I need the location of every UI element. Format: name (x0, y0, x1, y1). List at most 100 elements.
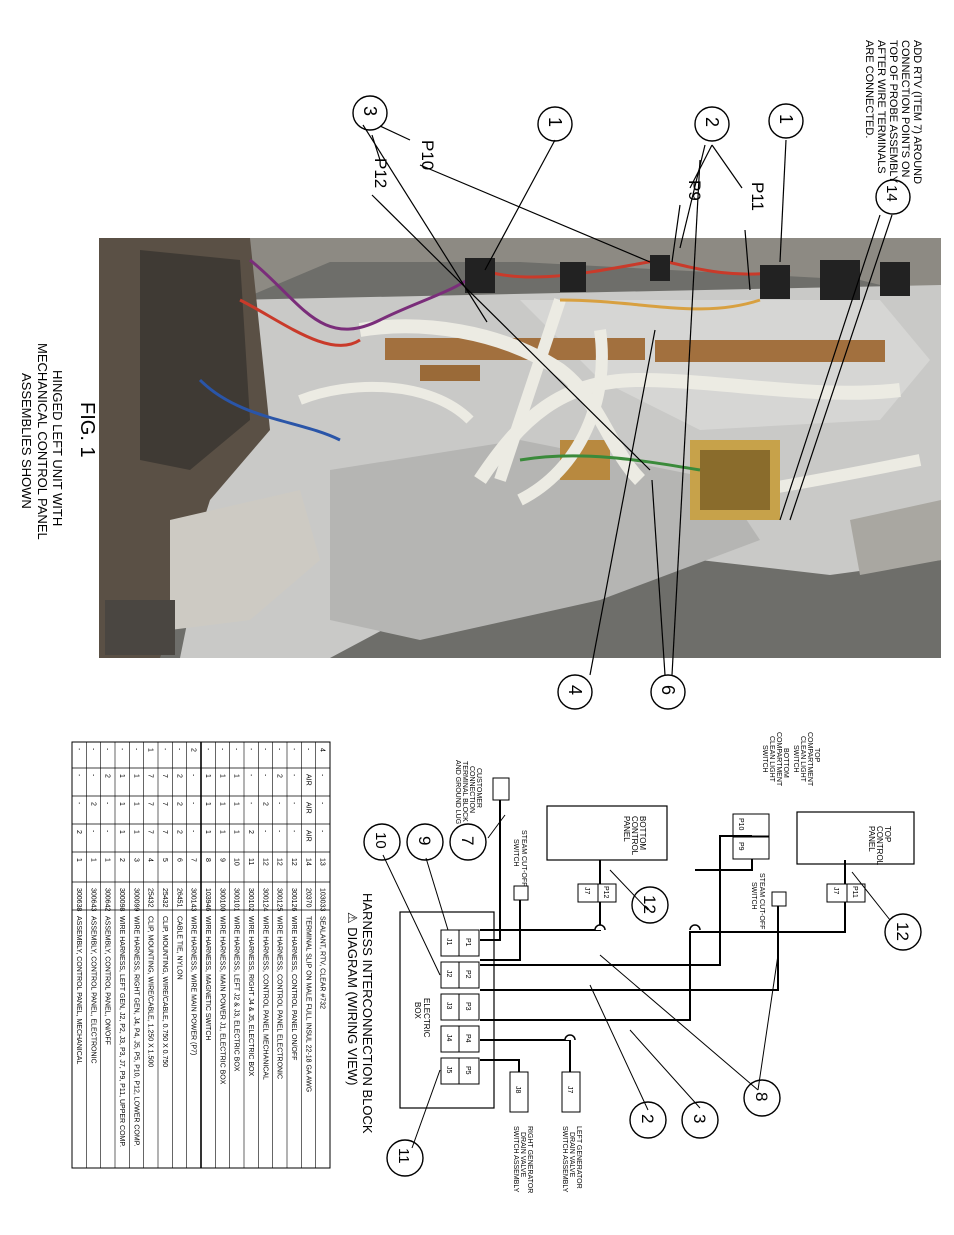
table-cell: - (118, 748, 125, 751)
top-j7: J7 (832, 887, 839, 895)
bot-clean-l3: CLEAN LIGHT (768, 736, 775, 783)
table-cell: 2 (175, 830, 182, 834)
part-description: WIRE HARNESS, LEFT GEN, J2, P2, J3, P3, … (118, 916, 125, 1147)
balloon-6: 6 (658, 685, 678, 695)
part-number: 25432 (161, 888, 168, 908)
table-cell: 1 (147, 748, 154, 752)
ebox-p4: P4 (464, 1034, 471, 1043)
ebox-j3: J3 (445, 1002, 452, 1010)
cust-l3: TERMINAL BLOCK (461, 761, 468, 822)
table-cell: 2 (261, 802, 268, 806)
note-line-5: ARE CONNECTED. (863, 40, 875, 138)
lgen-l1: LEFT GENERATOR (575, 1126, 582, 1189)
p10-conn: P10 (737, 818, 744, 831)
rgen-l2: DRAIN VALVE (519, 1132, 526, 1178)
table-cell: 4 (319, 748, 326, 752)
fig1-caption-block: FIG. 1 HINGED LEFT UNIT WITH MECHANICAL … (19, 343, 98, 540)
table-cell: 1 (204, 774, 211, 778)
table-cell: - (247, 802, 254, 805)
part-number: 300102 (247, 888, 254, 911)
table-cell: - (276, 802, 283, 805)
p9-conn: P9 (737, 842, 744, 851)
part-number: 300099 (132, 888, 139, 911)
table-cell: - (75, 802, 82, 805)
table-cell: 1 (233, 802, 240, 806)
balloon-2: 2 (702, 117, 722, 127)
ebox-p3: P3 (464, 1002, 471, 1011)
rtv-note: ADD RTV (ITEM 7) AROUND CONNECTION POINT… (863, 40, 923, 184)
j7-left-gen: J7 (566, 1086, 573, 1094)
balloon-7: 7 (458, 836, 477, 845)
table-cell: - (175, 748, 182, 751)
table-cell: 2 (276, 774, 283, 778)
table-cell: 12 (276, 858, 283, 866)
part-number: 103946 (204, 888, 211, 911)
table-cell: AIR (304, 830, 311, 842)
top-clean-l4: SWITCH (792, 745, 799, 773)
balloon-3w: 3 (690, 1114, 709, 1123)
wiring-title-1: HARNESS INTERCONNECTION BLOCK (360, 893, 375, 1134)
bottom-control-panel (546, 805, 668, 861)
table-cell: 9 (218, 858, 225, 862)
table-cell: 7 (147, 774, 154, 778)
label-p9: P9 (685, 180, 704, 201)
steam-top-l1: STEAM CUT-OFF (758, 873, 765, 929)
part-description: WIRE HARNESS, WIRE MAIN POWER (P7) (190, 916, 197, 1055)
balloon-1a: 1 (545, 117, 565, 127)
table-cell: 7 (161, 830, 168, 834)
table-cell: - (319, 774, 326, 777)
electric-box (399, 911, 495, 1109)
table-cell: - (290, 774, 297, 777)
label-p10: P10 (418, 140, 437, 170)
table-cell: - (104, 830, 111, 833)
top-p11: P11 (851, 886, 858, 898)
balloon-3: 3 (360, 106, 380, 116)
table-cell: 13 (319, 858, 326, 866)
ebox-j1: J1 (445, 938, 452, 946)
table-cell: 12 (261, 858, 268, 866)
part-description: CLIP, MOUNTING, WIRE/CABLE, 1.250 X 1.50… (147, 916, 154, 1067)
table-cell: 7 (147, 802, 154, 806)
table-cell: AIR (304, 802, 311, 814)
balloon-2w: 2 (638, 1114, 657, 1123)
part-description: WIRE HARNESS, CONTROL PANEL ELECTRONIC (276, 916, 283, 1079)
cust-l1: CUSTOMER (475, 768, 482, 808)
part-number: 103033 (319, 888, 326, 911)
bot-clean-l4: SWITCH (761, 745, 768, 773)
table-cell: - (261, 830, 268, 833)
table-cell: 6 (175, 858, 182, 862)
table-cell: - (319, 830, 326, 833)
table-cell: - (290, 830, 297, 833)
table-cell: 1 (118, 802, 125, 806)
part-description: CLIP, MOUNTING, WIRE/CABLE, 0.750 X 0.75… (161, 916, 168, 1067)
table-cell: 2 (118, 858, 125, 862)
ebox-connectors: J1 P1 J2 P2 J3 P3 J4 P4 J5 P5 (440, 929, 480, 1085)
table-cell: - (104, 748, 111, 751)
steam-bot-l1: STEAM CUT-OFF (520, 830, 527, 886)
ebox-p5: P5 (464, 1066, 471, 1075)
table-cell: - (190, 830, 197, 833)
table-cell: 1 (89, 858, 96, 862)
part-number: 300126 (290, 888, 297, 911)
table-cell: - (218, 748, 225, 751)
table-cell: 4 (147, 858, 154, 862)
table-cell: - (290, 748, 297, 751)
part-number: 300643 (89, 888, 96, 911)
table-cell: - (276, 830, 283, 833)
top-panel-l2: CONTROL (875, 826, 884, 866)
table-cell: - (132, 748, 139, 751)
table-cell: - (276, 748, 283, 751)
bot-panel-l1: BOTTOM (638, 816, 647, 850)
part-number: 300638 (75, 888, 82, 911)
table-cell: - (247, 774, 254, 777)
note-line-1: ADD RTV (ITEM 7) AROUND (911, 40, 923, 184)
top-control-panel (796, 811, 915, 865)
part-description: WIRE HARNESS, MAGNETIC SWITCH (204, 916, 211, 1040)
steam-top-l2: SWITCH (750, 882, 757, 910)
part-number: 20370 (304, 888, 311, 908)
table-cell: 8 (204, 858, 211, 862)
rgen-l1: RIGHT GENERATOR (526, 1126, 533, 1193)
ebox-j5: J5 (445, 1066, 452, 1074)
table-cell: - (75, 774, 82, 777)
